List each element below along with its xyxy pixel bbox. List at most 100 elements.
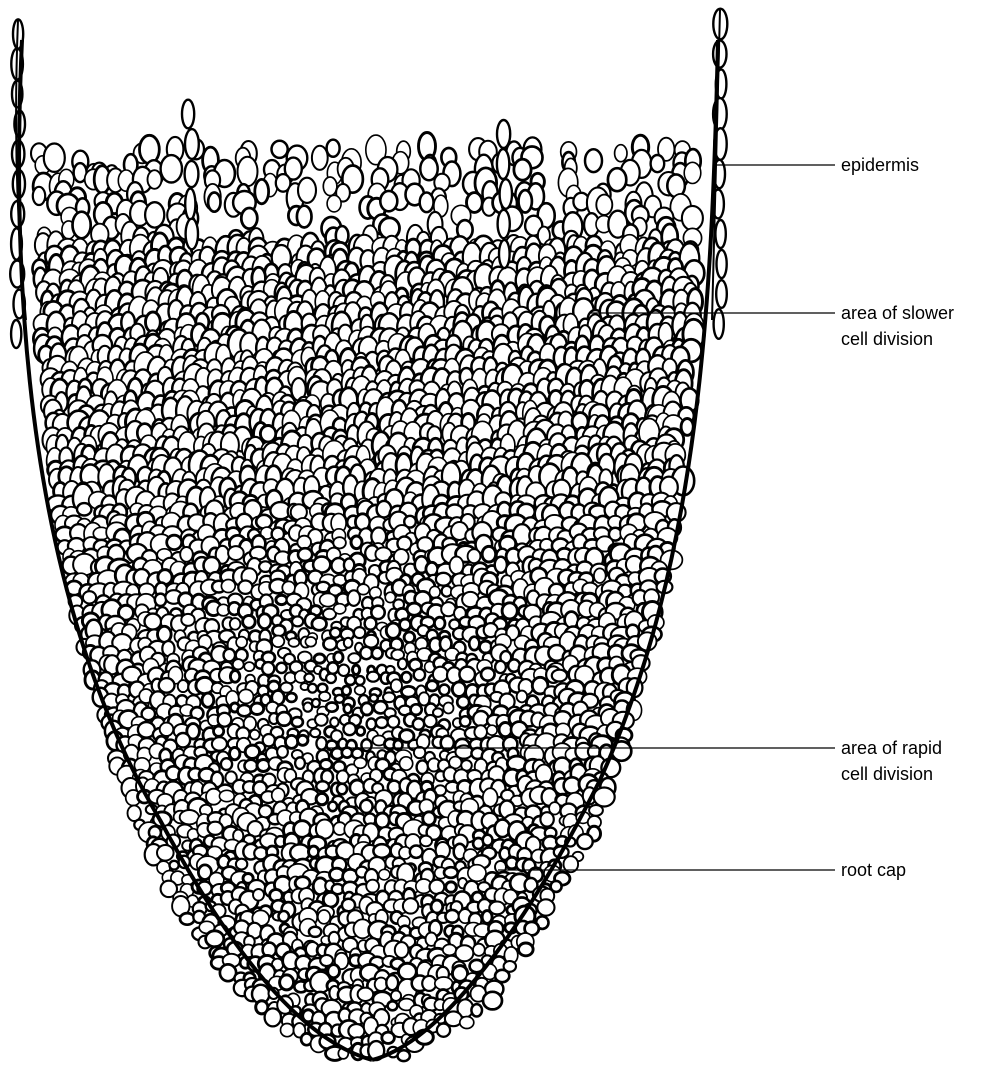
cell (230, 747, 240, 759)
cell (367, 719, 376, 730)
cell (400, 757, 413, 770)
cell (514, 159, 531, 180)
cell (435, 977, 453, 990)
cell (196, 677, 214, 693)
cell (437, 1024, 450, 1037)
cell (376, 717, 388, 728)
cell (468, 549, 481, 563)
cell (540, 812, 553, 826)
epidermis-cell (498, 210, 510, 238)
slower-division-label: area of slower cell division (841, 303, 959, 349)
cell (236, 637, 247, 648)
rapid-division-label: area of rapid cell division (841, 738, 947, 784)
cell (281, 1024, 294, 1037)
cell (383, 692, 395, 702)
cell (403, 898, 418, 913)
cell (537, 899, 554, 915)
cell (219, 790, 234, 801)
cell (282, 581, 295, 594)
cell (426, 562, 438, 576)
cell (238, 157, 258, 186)
cell (285, 735, 297, 748)
cell (145, 202, 164, 227)
cell (83, 591, 96, 603)
cell (218, 713, 232, 727)
epidermis-cell (499, 240, 510, 268)
cell (318, 910, 330, 924)
cell (398, 1050, 410, 1061)
cell (202, 693, 214, 707)
cell (272, 788, 285, 802)
epidermis-cell (182, 100, 194, 129)
cell (365, 617, 377, 630)
cell (263, 734, 275, 746)
cell (178, 680, 189, 692)
cell (304, 674, 313, 683)
cell (260, 426, 275, 443)
cell (330, 628, 340, 638)
cell (33, 187, 45, 205)
cell (292, 616, 303, 626)
cell (443, 703, 453, 714)
cell (585, 149, 602, 172)
cell (276, 663, 286, 673)
cell (208, 822, 223, 835)
cell (176, 733, 190, 747)
cell (483, 992, 502, 1010)
epidermis-cell (497, 149, 509, 179)
cell (251, 703, 264, 714)
cell (280, 975, 294, 990)
cell (244, 662, 254, 671)
cell (265, 1008, 281, 1026)
cell (238, 705, 252, 716)
cell (386, 975, 398, 990)
cell (388, 1001, 398, 1010)
epidermis-label: epidermis (841, 155, 919, 175)
cell (148, 170, 162, 189)
cell (312, 618, 327, 631)
cell (255, 179, 269, 203)
cell (316, 737, 326, 750)
cell (319, 692, 330, 701)
cell (434, 617, 445, 629)
cell (589, 805, 603, 816)
cell (353, 665, 360, 674)
cell (230, 671, 239, 683)
cell (73, 212, 91, 239)
cell (457, 696, 469, 708)
cell (316, 793, 328, 804)
cell (487, 725, 497, 735)
cell (295, 757, 305, 769)
epidermis-cell (186, 219, 198, 250)
cell (320, 593, 336, 606)
cell (170, 861, 179, 870)
cell (315, 714, 328, 726)
cell (337, 770, 349, 783)
cell (146, 312, 161, 332)
cell (608, 168, 626, 191)
cell (338, 665, 349, 676)
cell (471, 1004, 482, 1016)
cell (519, 190, 532, 212)
cell (243, 615, 256, 628)
cell (159, 678, 175, 693)
cell (596, 195, 612, 215)
callout-epidermis: epidermis (716, 155, 919, 175)
cell (344, 638, 353, 648)
cell (289, 638, 300, 647)
cell (44, 144, 65, 172)
cell (208, 193, 220, 212)
cell (366, 880, 379, 893)
epidermis-cell (497, 120, 510, 148)
cell (443, 944, 456, 955)
cell (312, 146, 328, 170)
cell (402, 672, 412, 682)
cell (355, 686, 366, 695)
cell (160, 723, 174, 736)
cell (233, 659, 244, 669)
cell (382, 1032, 395, 1043)
cell (310, 729, 320, 738)
cell (483, 835, 493, 846)
cell (404, 632, 415, 643)
cell (407, 603, 421, 615)
